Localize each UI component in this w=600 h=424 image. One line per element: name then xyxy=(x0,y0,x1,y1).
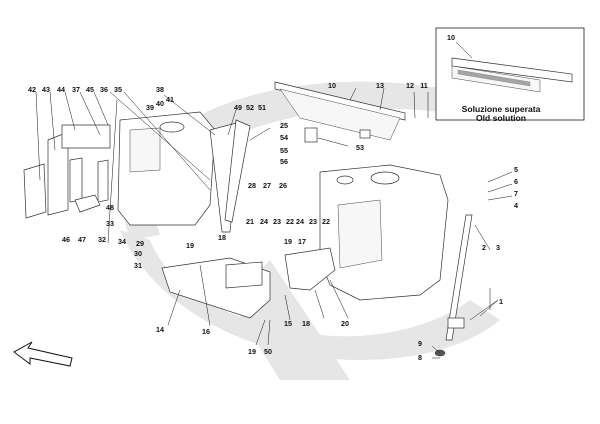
callout-c27: 27 xyxy=(263,181,271,190)
callout-c21: 21 xyxy=(246,217,254,226)
callout-c11: 11 xyxy=(420,81,428,90)
callout-c30: 30 xyxy=(134,249,142,258)
left-panels xyxy=(23,124,111,219)
callout-c3: 3 xyxy=(496,243,500,252)
callout-c5: 5 xyxy=(514,165,518,174)
callout-c4: 4 xyxy=(514,201,518,210)
callout-c51: 51 xyxy=(258,103,266,112)
callout-c55: 55 xyxy=(280,146,288,155)
callout-c37: 37 xyxy=(72,85,80,94)
filler-pipe xyxy=(434,214,473,357)
callout-c31: 31 xyxy=(134,261,142,270)
callout-c7: 7 xyxy=(514,189,518,198)
callout-c34: 34 xyxy=(118,237,126,246)
callout-c52: 52 xyxy=(246,103,254,112)
right-fuel-tank xyxy=(319,164,449,301)
callout-c42: 42 xyxy=(28,85,36,94)
callout-c22a: 22 xyxy=(286,217,294,226)
leader-lines xyxy=(35,87,513,359)
callout-c24b: 24 xyxy=(296,217,304,226)
callout-c22b: 22 xyxy=(322,217,330,226)
callout-c40: 40 xyxy=(156,99,164,108)
callout-c19b: 19 xyxy=(284,237,292,246)
callout-c12: 12 xyxy=(406,81,414,90)
callout-c26: 26 xyxy=(279,181,287,190)
callout-c43: 43 xyxy=(42,85,50,94)
callout-c6: 6 xyxy=(514,177,518,186)
callout-c10: 10 xyxy=(328,81,336,90)
callout-c54: 54 xyxy=(280,133,288,142)
callout-c17: 17 xyxy=(298,237,306,246)
callout-c2: 2 xyxy=(482,243,486,252)
callout-c47: 47 xyxy=(78,235,86,244)
callout-c46: 46 xyxy=(62,235,70,244)
callout-c8: 8 xyxy=(418,353,422,362)
callout-c35: 35 xyxy=(114,85,122,94)
callout-c36: 36 xyxy=(100,85,108,94)
callout-c25: 25 xyxy=(280,121,288,130)
callout-c23a: 23 xyxy=(273,217,281,226)
callout-c50: 50 xyxy=(264,347,272,356)
callout-c29: 29 xyxy=(136,239,144,248)
callout-c18b: 18 xyxy=(302,319,310,328)
callout-c49: 49 xyxy=(234,103,242,112)
callout-c33: 33 xyxy=(106,219,114,228)
callout-c19c: 19 xyxy=(248,347,256,356)
callout-c45: 45 xyxy=(86,85,94,94)
callout-c13: 13 xyxy=(376,81,384,90)
callout-c20: 20 xyxy=(341,319,349,328)
lower-mounting-plate xyxy=(161,247,336,319)
tank-straps xyxy=(209,119,251,233)
inset-title-line2: Old solution xyxy=(476,113,526,123)
inset-old-solution xyxy=(435,27,585,121)
left-fuel-tank xyxy=(117,111,216,226)
callout-c15: 15 xyxy=(284,319,292,328)
callout-c16: 16 xyxy=(202,327,210,336)
direction-arrow xyxy=(13,341,73,367)
callout-c53: 53 xyxy=(356,143,364,152)
callout-c38: 38 xyxy=(156,85,164,94)
callout-c32: 32 xyxy=(98,235,106,244)
callout-c28: 28 xyxy=(248,181,256,190)
inset-title-line1: Soluzione superata xyxy=(462,104,541,114)
callout-c23b: 23 xyxy=(309,217,317,226)
callout-c9: 9 xyxy=(418,339,422,348)
callout-c41: 41 xyxy=(166,95,174,104)
callout-c56: 56 xyxy=(280,157,288,166)
callout-c1: 1 xyxy=(499,297,503,306)
callout-c48: 48 xyxy=(106,203,114,212)
callout-c19a: 19 xyxy=(186,241,194,250)
callout-c18a: 18 xyxy=(218,233,226,242)
callout-c14: 14 xyxy=(156,325,164,334)
upper-bracket xyxy=(274,81,406,143)
callout-c44: 44 xyxy=(57,85,65,94)
callout-c39: 39 xyxy=(146,103,154,112)
inset-callout: 10 xyxy=(447,33,455,42)
callout-c24a: 24 xyxy=(260,217,268,226)
